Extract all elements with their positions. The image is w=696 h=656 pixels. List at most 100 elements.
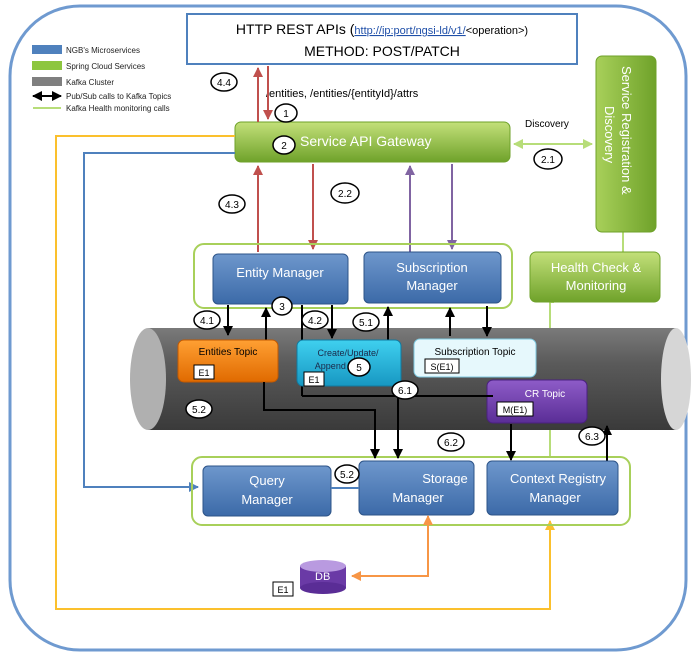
create-topic-label-1: Create/Update/ (317, 348, 379, 358)
legend-label-kafka: Kafka Cluster (66, 78, 114, 87)
context-registry-label-2: Manager (529, 490, 581, 505)
pubsub-arrows-lower (263, 382, 612, 462)
step-5-2-b: 5.2 (334, 464, 360, 484)
entity-manager-label: Entity Manager (236, 265, 324, 280)
subscription-topic-label: Subscription Topic (435, 347, 516, 358)
rest-api-line1-prefix: HTTP REST APIs ( (236, 21, 355, 37)
legend-swatch-spring (32, 61, 62, 70)
service-registry-label-2: Discovery (602, 106, 617, 164)
step-4-4: 4.4 (210, 72, 238, 92)
db-tag (272, 581, 294, 597)
api-path-label: /entities, /entities/{entityId}/attrs (266, 88, 419, 100)
entity-manager: Entity Manager (212, 253, 349, 305)
svg-text:5.2: 5.2 (192, 405, 206, 416)
blue-flow (83, 152, 235, 492)
query-manager-label-2: Manager (241, 492, 293, 507)
step-4-2: 4.2 (301, 310, 329, 330)
entities-topic-label: Entities Topic (199, 347, 258, 358)
outer-frame (8, 4, 688, 652)
step-4-3: 4.3 (218, 194, 246, 214)
db-label: DB (315, 571, 330, 583)
step-6-3: 6.3 (578, 426, 606, 446)
legend-label-spring: Spring Cloud Services (66, 62, 145, 71)
rest-api-line1-suffix: <operation>) (466, 25, 528, 37)
subscription-topic-tag-label: S(E1) (430, 362, 453, 372)
legend-label-pubsub: Pub/Sub calls to Kafka Topics (66, 92, 171, 101)
query-manager-label-1: Query (249, 473, 285, 488)
step-4-1: 4.1 (193, 310, 221, 330)
svg-text:6.2: 6.2 (444, 438, 458, 449)
health-check-label-2: Monitoring (566, 278, 627, 293)
cr-topic-tag (496, 401, 534, 417)
svg-text:4.2: 4.2 (308, 316, 322, 327)
create-topic-label-2: Append Topic (315, 361, 370, 371)
service-registry: Service Registration & Discovery (595, 55, 657, 233)
step-3: 3 (271, 296, 293, 316)
kafka-cluster-left-cap (130, 328, 166, 430)
step-2-1: 2.1 (533, 148, 563, 170)
legend-swatch-microservices (32, 45, 62, 54)
entities-topic-tag (193, 364, 215, 380)
step-6-1: 6.1 (391, 380, 419, 400)
cr-topic-label: CR Topic (525, 389, 565, 400)
subscription-manager-label-1: Subscription (396, 260, 468, 275)
context-registry-label-1: Context Registry (510, 471, 607, 486)
svg-text:4.4: 4.4 (217, 78, 231, 89)
health-check-monitoring: Health Check & Monitoring (529, 251, 661, 303)
rest-api-url[interactable]: http://ip:port/ngsi-ld/v1/ (354, 25, 466, 37)
legend: NGB's Microservices Spring Cloud Service… (32, 45, 171, 113)
svg-text:2.2: 2.2 (338, 189, 352, 200)
database: DB E1 (272, 560, 346, 597)
storage-db-flow (351, 515, 433, 581)
svg-text:4.3: 4.3 (225, 200, 239, 211)
step-1: 1 (274, 103, 298, 123)
svg-text:3: 3 (279, 302, 285, 313)
entities-topic-tag-label: E1 (198, 368, 209, 378)
step-badges: 4.4 1 2 2.1 4.3 2.2 3 4.1 4.2 5.1 5 6.1 … (185, 72, 606, 484)
svg-text:2: 2 (281, 141, 287, 152)
storage-manager-label-1: Storage (422, 471, 468, 486)
create-topic-tag-label: E1 (308, 375, 319, 385)
step-5-2-a: 5.2 (185, 399, 213, 419)
service-registry-label-1: Service Registration & (619, 66, 634, 195)
storage-manager-label-2: Manager (392, 490, 444, 505)
health-check-label-1: Health Check & (551, 260, 642, 275)
svg-text:4.1: 4.1 (200, 316, 214, 327)
create-topic-tag (303, 371, 325, 387)
svg-text:5: 5 (356, 363, 362, 374)
context-registry-manager: Context Registry Manager (486, 460, 619, 516)
rest-api-method: METHOD: POST/PATCH (304, 43, 460, 59)
db-tag-label: E1 (277, 585, 288, 595)
legend-label-microservices: NGB's Microservices (66, 46, 140, 55)
svg-text:1: 1 (283, 109, 289, 120)
svg-text:5.2: 5.2 (340, 470, 354, 481)
query-manager: Query Manager (202, 465, 332, 517)
rest-api-line1: HTTP REST APIs (http://ip:port/ngsi-ld/v… (236, 21, 528, 37)
storage-manager: Storage Manager (358, 460, 475, 516)
step-5: 5 (347, 357, 371, 377)
subscription-topic-tag (424, 358, 460, 374)
service-api-gateway: Service API Gateway (234, 121, 511, 163)
legend-swatch-kafka (32, 77, 62, 86)
cr-topic-tag-label: M(E1) (503, 405, 528, 415)
kafka-cluster-right-cap (661, 328, 691, 430)
svg-text:6.1: 6.1 (398, 386, 412, 397)
entities-topic: Entities Topic E1 (177, 339, 279, 383)
cr-topic: CR Topic M(E1) (486, 379, 588, 424)
discovery-label: Discovery (525, 119, 569, 130)
upper-managers-group (193, 243, 513, 309)
subscription-manager-label-2: Manager (406, 278, 458, 293)
svg-text:6.3: 6.3 (585, 432, 599, 443)
subscription-manager: Subscription Manager (363, 251, 502, 304)
rest-api-box: HTTP REST APIs (http://ip:port/ngsi-ld/v… (186, 13, 578, 65)
step-2: 2 (272, 135, 296, 155)
yellow-flow (55, 135, 555, 610)
step-6-2: 6.2 (437, 432, 465, 452)
legend-label-health: Kafka Health monitoring calls (66, 104, 170, 113)
red-flows (253, 66, 318, 252)
svg-text:5.1: 5.1 (359, 318, 373, 329)
purple-flows (405, 164, 457, 252)
step-5-1: 5.1 (352, 312, 380, 332)
svg-text:2.1: 2.1 (541, 155, 555, 166)
